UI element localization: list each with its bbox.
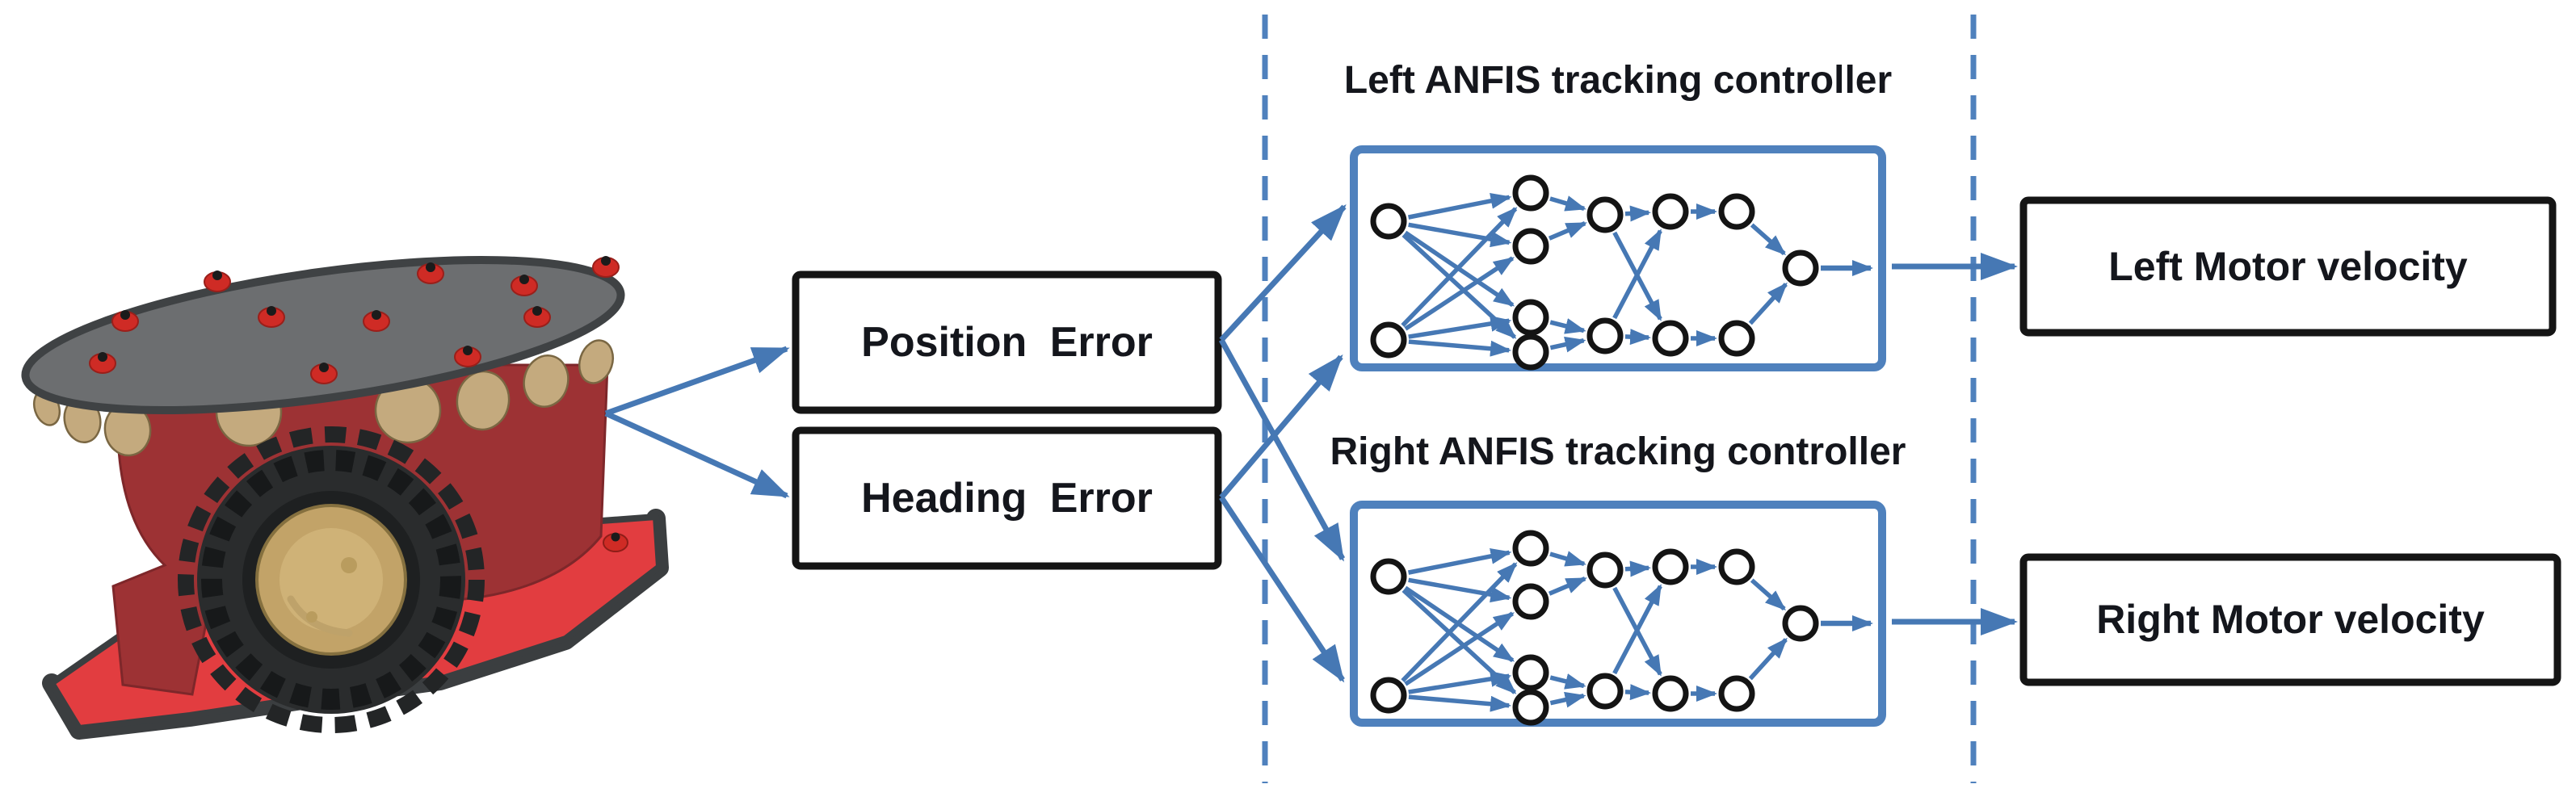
neuron-node	[1652, 320, 1689, 357]
robot-plate-screws	[89, 256, 620, 384]
network-edge	[1407, 547, 1512, 575]
heading-error-box	[792, 426, 1222, 570]
neuron-node	[1586, 551, 1624, 589]
robot-wheel	[178, 426, 485, 733]
flow-arrows	[604, 204, 2018, 683]
network-edge	[1612, 229, 1662, 320]
neuron-node	[1512, 174, 1549, 212]
network-edge	[1549, 691, 1586, 708]
robot-deck-screw	[603, 532, 628, 552]
neuron-node	[1512, 299, 1549, 336]
network-edge	[1549, 195, 1586, 212]
network-edge	[1624, 329, 1652, 346]
neuron-node	[1370, 321, 1407, 359]
network-edge	[1408, 315, 1512, 339]
right-motor-velocity-box	[2019, 553, 2561, 686]
neuron-node	[1652, 193, 1689, 230]
network-edge	[1548, 577, 1587, 596]
network-edge	[1404, 611, 1515, 686]
network-edge	[1748, 637, 1788, 681]
network-edge	[1624, 684, 1652, 701]
neuron-node	[1370, 203, 1407, 240]
network-edge	[1408, 222, 1512, 248]
network-edge	[1548, 221, 1587, 241]
network-edge	[1408, 339, 1512, 357]
network-edge	[1401, 207, 1518, 327]
network-edge	[1401, 562, 1518, 682]
anfis-network-right	[1370, 530, 1873, 726]
neuron-node	[1370, 677, 1407, 714]
neuron-node	[1512, 689, 1549, 726]
neuron-node	[1512, 654, 1549, 691]
neuron-node	[1718, 675, 1755, 712]
network-edge	[1750, 578, 1787, 611]
neuron-node	[1370, 558, 1407, 595]
neuron-node	[1652, 675, 1689, 712]
network-edge	[1408, 694, 1512, 712]
network-edge	[1408, 577, 1512, 603]
network-edge	[1549, 673, 1586, 690]
neuron-node	[1718, 193, 1755, 230]
neuron-node	[1512, 583, 1549, 620]
arrow-heading-error-to-left-anfis	[1219, 354, 1343, 500]
robot-image	[21, 256, 669, 740]
network-edge	[1750, 223, 1787, 256]
arrow-position-error-to-left-anfis	[1219, 204, 1347, 342]
neuron-node	[1586, 317, 1624, 354]
arrow-robot-to-position-error	[604, 346, 790, 417]
arrow-robot-to-heading-error	[604, 410, 790, 499]
neuron-node	[1782, 605, 1819, 642]
neuron-node	[1652, 548, 1689, 585]
network-edge	[1748, 282, 1788, 325]
neuron-node	[1512, 333, 1549, 371]
neuron-node	[1586, 196, 1624, 233]
left-motor-velocity-box	[2019, 196, 2557, 337]
network-edge	[1549, 551, 1586, 567]
network-edge	[1404, 256, 1515, 331]
neuron-node	[1782, 250, 1819, 287]
network-edge	[1407, 192, 1512, 220]
network-edge	[1549, 336, 1586, 353]
network-edge	[1408, 670, 1512, 694]
neuron-node	[1718, 548, 1755, 585]
neuron-node	[1586, 673, 1624, 710]
arrow-heading-error-to-right-anfis	[1219, 496, 1345, 683]
position-error-box	[792, 270, 1222, 414]
robot-top-plate	[21, 256, 625, 414]
anfis-network-left	[1370, 174, 1873, 371]
network-edge	[1624, 205, 1652, 222]
network-edge	[1549, 318, 1586, 334]
neuron-node	[1718, 320, 1755, 357]
network-edge	[1612, 584, 1662, 675]
neuron-node	[1512, 530, 1549, 567]
arrow-position-error-to-right-anfis	[1218, 338, 1346, 562]
neuron-node	[1512, 228, 1549, 265]
